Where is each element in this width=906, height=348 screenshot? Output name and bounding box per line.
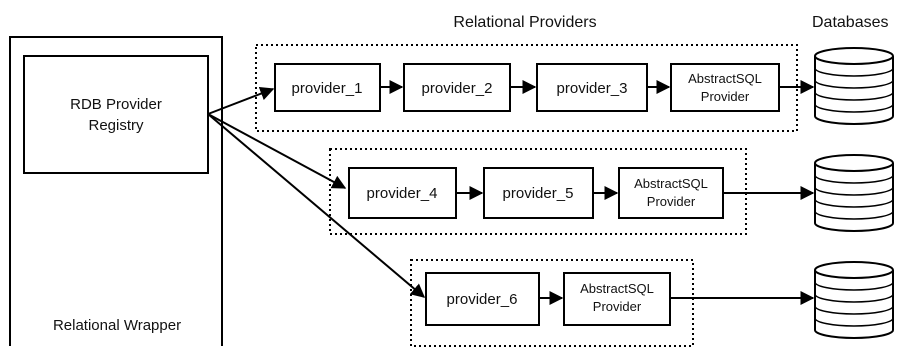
relational-wrapper-box [9, 36, 223, 346]
rdb-provider-registry-box [23, 55, 209, 174]
abstract-sql-provider-3-line2: Provider [593, 299, 642, 314]
provider-2-label: provider_2 [422, 80, 493, 97]
arrow-registry-to-provider-6 [207, 113, 426, 298]
abstract-sql-provider-2-line1: AbstractSQL [634, 176, 708, 191]
database-2-icon [814, 154, 894, 232]
registry-label-line2: Registry [88, 117, 144, 134]
arrow-registry-to-provider-1 [207, 86, 275, 115]
abstract-sql-provider-1-line2: Provider [701, 89, 750, 104]
chain-1-group [255, 44, 798, 132]
provider-5-label: provider_5 [503, 185, 574, 202]
abstract-sql-provider-2-line2: Provider [647, 194, 696, 209]
databases-heading: Databases [812, 14, 889, 31]
relational-wrapper-label: Relational Wrapper [53, 317, 181, 334]
provider-1-label: provider_1 [292, 80, 363, 97]
provider-6-label: provider_6 [447, 291, 518, 308]
arrow-registry-to-provider-4 [207, 113, 347, 189]
provider-4-label: provider_4 [367, 185, 438, 202]
relational-providers-heading: Relational Providers [453, 14, 596, 31]
database-1-icon [814, 47, 894, 125]
database-3-icon [814, 261, 894, 339]
abstract-sql-provider-3-line1: AbstractSQL [580, 281, 654, 296]
abstract-sql-provider-1-line1: AbstractSQL [688, 71, 762, 86]
chain-3-group [410, 259, 694, 347]
registry-label-line1: RDB Provider [70, 96, 162, 113]
provider-3-label: provider_3 [557, 80, 628, 97]
